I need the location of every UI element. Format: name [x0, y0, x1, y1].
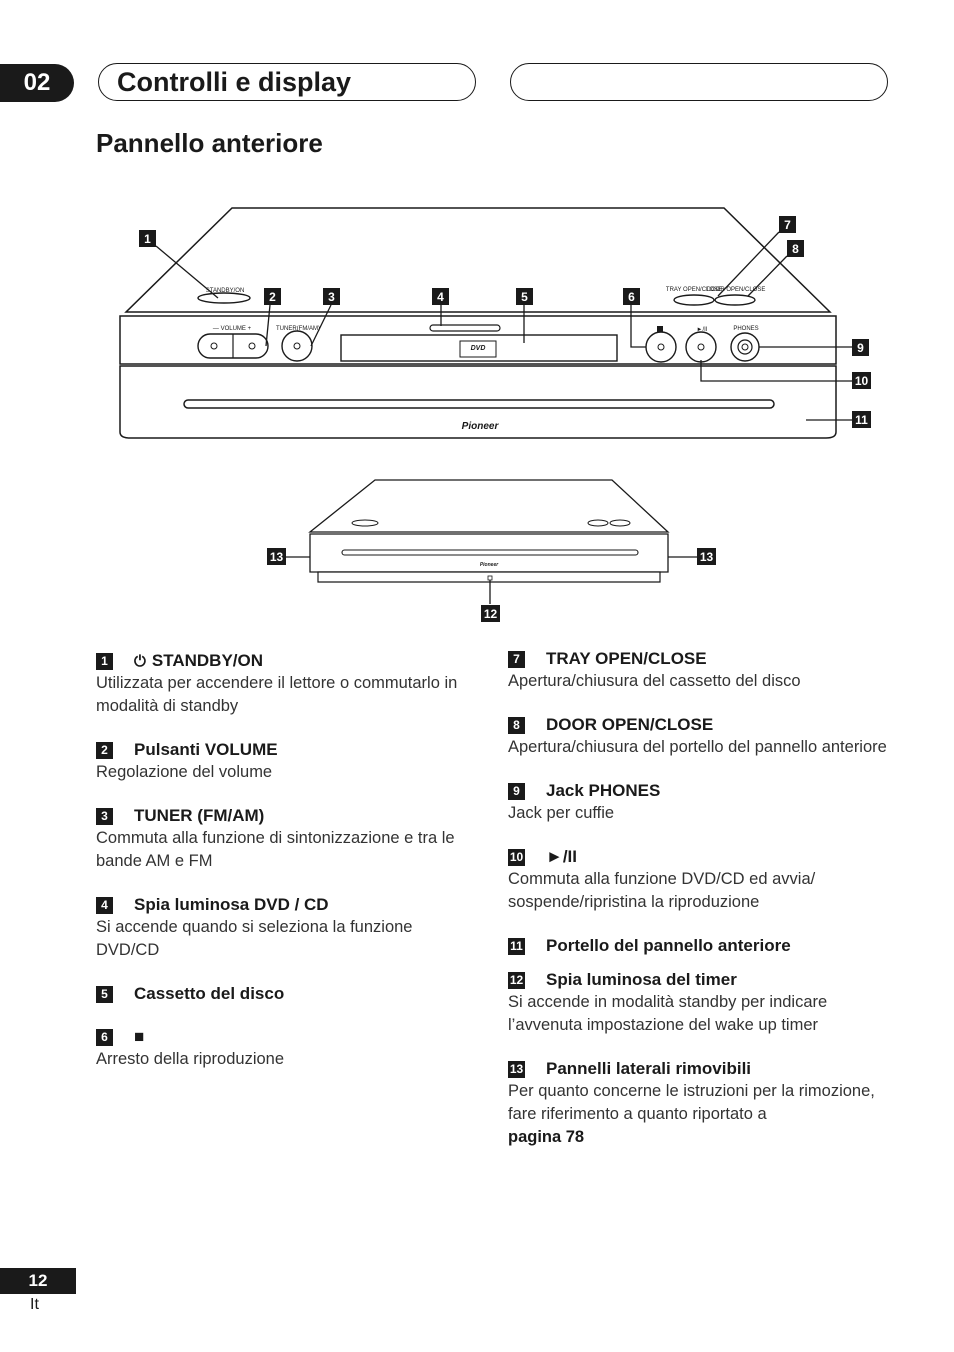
- item-desc: Utilizzata per accendere il lettore o co…: [96, 674, 458, 715]
- callout-13-right: 13: [697, 548, 716, 565]
- svg-text:12: 12: [484, 607, 498, 621]
- callout-12: 12: [481, 605, 500, 622]
- callout-6: 6: [623, 288, 640, 305]
- item-title: Portello del pannello anteriore: [546, 936, 791, 955]
- stop-icon: ■: [134, 1027, 145, 1046]
- svg-text:6: 6: [628, 290, 635, 304]
- item-desc: Apertura/chiusura del cassetto del disco: [508, 672, 801, 690]
- list-item: 6■ Arresto della riproduzione: [96, 1026, 476, 1071]
- page-reference: pagina 78: [508, 1128, 585, 1146]
- svg-text:1: 1: [144, 232, 151, 246]
- callout-4: 4: [432, 288, 449, 305]
- item-desc: Arresto della riproduzione: [96, 1050, 285, 1068]
- tuner-button-shape: [281, 330, 313, 362]
- items-left-column: 1⏻STANDBY/ON Utilizzata per accendere il…: [96, 650, 476, 1092]
- svg-text:4: 4: [437, 290, 444, 304]
- svg-text:— VOLUME +: — VOLUME +: [213, 326, 252, 332]
- callout-11: 11: [852, 411, 871, 428]
- svg-text:9: 9: [857, 341, 864, 355]
- callout-3: 3: [323, 288, 340, 305]
- callout-8: 8: [787, 240, 804, 257]
- callout-5: 5: [516, 288, 533, 305]
- item-desc: Commuta alla funzione di sintonizzazione…: [96, 829, 455, 870]
- item-title: STANDBY/ON: [151, 651, 264, 670]
- callout-13-left: 13: [267, 548, 286, 565]
- page-number: 12: [0, 1268, 76, 1294]
- item-desc: Commuta alla funzione DVD/CD ed avvia/ s…: [508, 870, 816, 911]
- svg-text:13: 13: [270, 550, 284, 564]
- item-desc: Si accende in modalità standby per indic…: [508, 993, 828, 1034]
- svg-text:DOOR OPEN/CLOSE: DOOR OPEN/CLOSE: [707, 287, 766, 293]
- dvd-indicator-shape: [429, 324, 501, 332]
- svg-text:7: 7: [784, 218, 791, 232]
- timer-led-shape: [487, 575, 493, 581]
- item-title: Spia luminosa DVD / CD: [134, 895, 329, 914]
- callout-7: 7: [779, 216, 796, 233]
- chapter-number: 02: [0, 64, 74, 102]
- svg-text:8: 8: [792, 242, 799, 256]
- svg-text:Pioneer: Pioneer: [480, 562, 499, 568]
- svg-text:2: 2: [269, 290, 276, 304]
- item-desc: Regolazione del volume: [96, 763, 273, 781]
- item-title: DOOR OPEN/CLOSE: [546, 715, 714, 734]
- power-icon: ⏻: [134, 652, 146, 670]
- front-panel-diagram: Pioneer STANDBY/ON TRAY OPEN/CLOSE DOOR …: [119, 207, 871, 622]
- item-title: Cassetto del disco: [134, 984, 285, 1003]
- item-desc: Si accende quando si seleziona la funzio…: [96, 918, 413, 959]
- item-title: TRAY OPEN/CLOSE: [546, 649, 707, 668]
- svg-text:PHONES: PHONES: [733, 326, 758, 332]
- callout-10: 10: [852, 372, 871, 389]
- phones-jack-shape: [730, 332, 760, 362]
- callout-1: 1: [139, 230, 156, 247]
- list-item: 10►/II Commuta alla funzione DVD/CD ed a…: [508, 846, 888, 914]
- chapter-title: Controlli e display: [98, 63, 476, 101]
- svg-text:5: 5: [521, 290, 528, 304]
- callout-9: 9: [852, 339, 869, 356]
- svg-text:TUNER(FM/AM): TUNER(FM/AM): [276, 326, 320, 332]
- play-pause-icon: ►/II: [546, 847, 577, 866]
- item-title: Spia luminosa del timer: [546, 970, 737, 989]
- door-button-shape: [714, 294, 756, 306]
- play-button-shape: [685, 331, 717, 363]
- svg-text:10: 10: [855, 374, 869, 388]
- svg-text:►/II: ►/II: [697, 327, 708, 333]
- svg-text:13: 13: [700, 550, 714, 564]
- item-desc: Per quanto concerne le istruzioni per la…: [508, 1082, 875, 1146]
- header-blank-pill: [510, 63, 888, 101]
- standby-button-shape: [197, 292, 251, 304]
- svg-text:TRAY OPEN/CLOSE: TRAY OPEN/CLOSE: [666, 287, 722, 293]
- item-desc: Jack per cuffie: [508, 804, 615, 822]
- item-title: Jack PHONES: [546, 781, 661, 800]
- stop-button-shape: [645, 331, 677, 363]
- item-title: TUNER (FM/AM): [134, 806, 265, 825]
- item-title: Pannelli laterali rimovibili: [546, 1059, 752, 1078]
- item-title: Pulsanti VOLUME: [134, 740, 278, 759]
- svg-text:STANDBY/ON: STANDBY/ON: [206, 288, 245, 294]
- svg-text:DVD: DVD: [471, 345, 486, 352]
- svg-text:11: 11: [855, 413, 868, 427]
- brand-logo: Pioneer: [462, 421, 500, 432]
- language-code: It: [30, 1296, 39, 1313]
- tray-button-shape: [673, 294, 715, 306]
- item-desc: Apertura/chiusura del portello del panne…: [508, 738, 887, 756]
- section-title: Pannello anteriore: [96, 128, 323, 158]
- callout-2: 2: [264, 288, 281, 305]
- list-item: 1⏻STANDBY/ON Utilizzata per accendere il…: [96, 650, 476, 718]
- svg-text:3: 3: [328, 290, 335, 304]
